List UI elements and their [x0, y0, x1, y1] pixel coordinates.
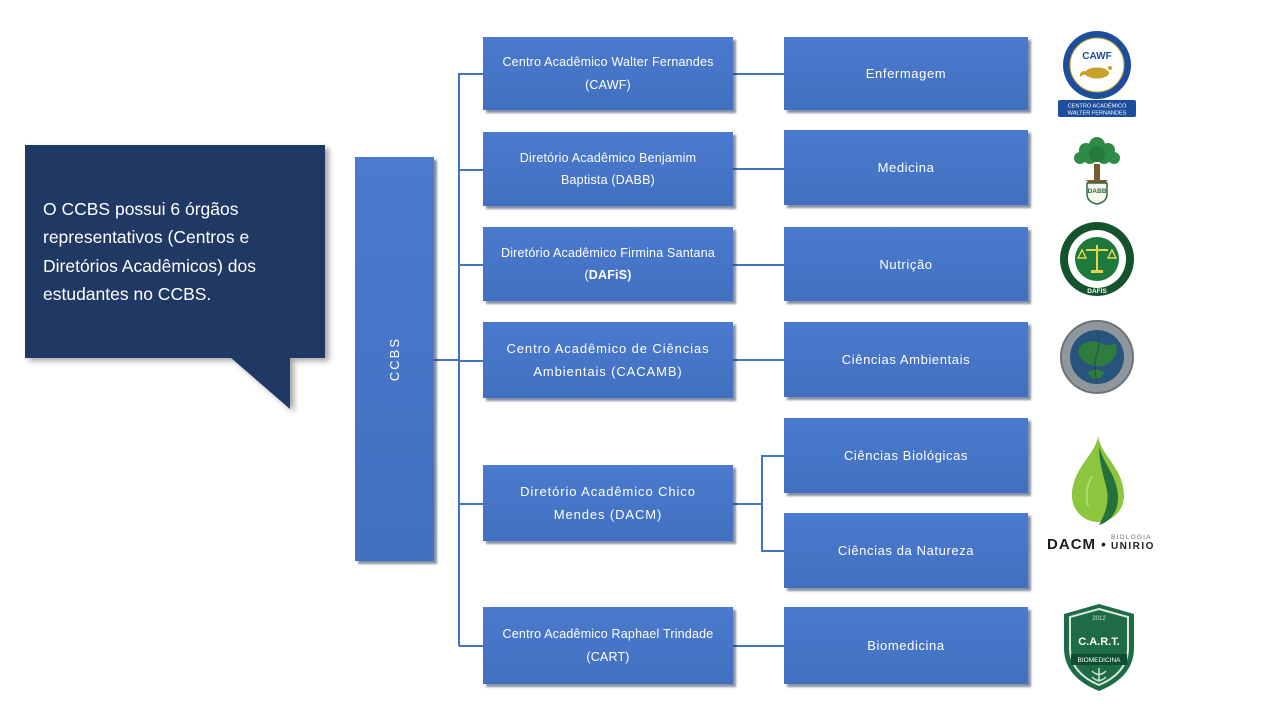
connector-org-1 [459, 73, 483, 75]
course-box-medicina: Medicina [784, 130, 1028, 205]
course-label: Ciências da Natureza [837, 543, 975, 558]
course-label: Biomedicina [867, 638, 945, 653]
org-label: Diretório Acadêmico Benjamim Baptista (D… [519, 150, 697, 188]
cawf-banner-line2: WALTER FERNANDES [1068, 111, 1127, 117]
connector-course-6 [761, 550, 784, 552]
dacm-acronym-text: DACM [1047, 535, 1097, 553]
cart-logo: 2012 C.A.R.T. BIOMEDICINA [1064, 604, 1134, 691]
course-box-ciencias-da-natureza: Ciências da Natureza [784, 513, 1028, 588]
dabb-logo: DABB [1074, 137, 1120, 205]
course-label: Nutrição [879, 256, 933, 272]
course-box-ciencias-biologicas: Ciências Biológicas [784, 418, 1028, 493]
course-label: Ciências Ambientais [841, 352, 971, 367]
cawf-acronym-text: CAWF [1082, 51, 1111, 62]
connector-org-3 [459, 264, 483, 266]
org-box-dabb: Diretório Acadêmico Benjamim Baptista (D… [483, 132, 733, 206]
cawf-logo: CAWF CENTRO ACADÊMICO WALTER FERNANDES [1058, 31, 1136, 117]
course-label: Medicina [877, 160, 935, 175]
dafis-acronym-text: DAFIS [1087, 288, 1107, 295]
connector-course-2 [733, 168, 784, 170]
connector-course-7 [733, 645, 784, 647]
connector-dacm-stem [733, 503, 763, 505]
dacm-dot: • [1101, 536, 1106, 552]
org-label-bold: DAFiS) [588, 268, 632, 282]
course-label: Ciências Biológicas [843, 448, 969, 463]
callout-text: O CCBS possui 6 órgãos representativos (… [43, 198, 256, 304]
cawf-banner-line1: CENTRO ACADÊMICO [1068, 102, 1127, 110]
course-label: Enfermagem [865, 66, 947, 81]
dacm-logo [1072, 436, 1124, 525]
org-box-cart: Centro Acadêmico Raphael Trindade (CART) [483, 607, 733, 684]
callout-tail [230, 357, 290, 409]
org-label: Diretório Acadêmico Chico Mendes (DACM) [520, 483, 696, 522]
connector-course-1 [733, 73, 784, 75]
org-label: Centro Acadêmico Raphael Trindade (CART) [502, 627, 714, 664]
cart-banner-text: BIOMEDICINA [1078, 657, 1122, 664]
root-box-ccbs: CCBS [355, 157, 434, 561]
cart-acronym-text: C.A.R.T. [1078, 636, 1120, 648]
connector-course-4 [733, 359, 784, 361]
dacm-wordmark: DACM • BIOLOGIA UNIRIO [1046, 533, 1156, 555]
connector-org-6 [459, 645, 483, 647]
course-box-enfermagem: Enfermagem [784, 37, 1028, 110]
org-box-cawf: Centro Acadêmico Walter Fernandes (CAWF) [483, 37, 733, 110]
connector-course-3 [733, 264, 784, 266]
connector-org-2 [459, 169, 483, 171]
dafis-logo: DAFIS [1060, 222, 1134, 296]
org-box-dacm: Diretório Acadêmico Chico Mendes (DACM) [483, 465, 733, 541]
dacm-biologia-text: BIOLOGIA [1110, 534, 1152, 542]
cacamb-logo [1060, 320, 1134, 394]
course-box-nutricao: Nutrição [784, 227, 1028, 301]
callout-body: O CCBS possui 6 órgãos representativos (… [25, 145, 325, 358]
connector-dacm-bracket [761, 455, 763, 552]
connector-org-5 [459, 503, 483, 505]
org-label: Centro Acadêmico de Ciências Ambientais … [506, 340, 710, 379]
org-box-cacamb: Centro Acadêmico de Ciências Ambientais … [483, 322, 733, 398]
connector-spine [458, 73, 460, 646]
connector-course-5 [761, 455, 784, 457]
connector-root [434, 359, 458, 361]
root-label: CCBS [387, 336, 402, 382]
connector-org-4 [459, 360, 483, 362]
dabb-acronym-text: DABB [1088, 188, 1107, 195]
course-box-biomedicina: Biomedicina [784, 607, 1028, 684]
org-label: Diretório Acadêmico Firmina Santana (DAF… [500, 245, 716, 283]
org-box-dafis: Diretório Acadêmico Firmina Santana (DAF… [483, 227, 733, 301]
dacm-unirio-text: UNIRIO [1110, 541, 1155, 553]
cart-year-text: 2012 [1092, 616, 1106, 622]
org-label: Centro Acadêmico Walter Fernandes (CAWF) [502, 55, 714, 92]
course-box-ciencias-ambientais: Ciências Ambientais [784, 322, 1028, 397]
